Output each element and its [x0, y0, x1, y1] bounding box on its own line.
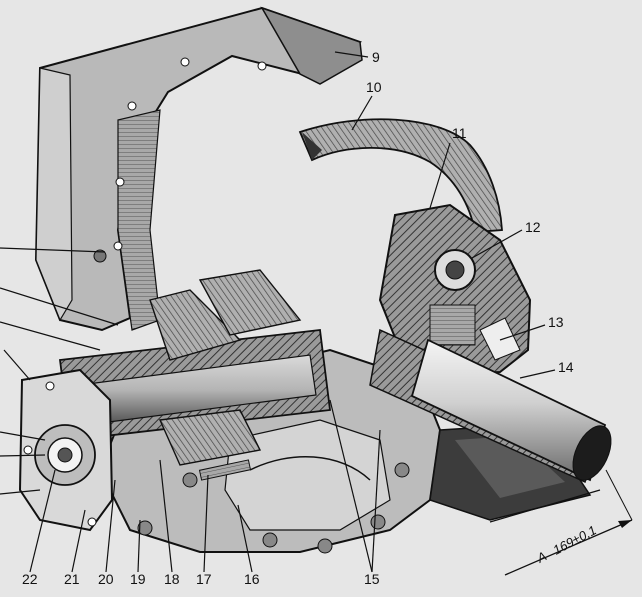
callout-labels: 9 10 11 12 13 14 15 16 17 18 19 20 21 22	[22, 49, 574, 587]
callout-leaders	[0, 51, 556, 573]
callout-19: 19	[130, 571, 146, 587]
support-bracket	[429, 424, 592, 521]
callout-18: 18	[164, 571, 180, 587]
callout-15: 15	[364, 571, 380, 587]
callout-22: 22	[22, 571, 38, 587]
callout-21: 21	[64, 571, 80, 587]
bell-housing	[34, 6, 363, 332]
callout-9: 9	[372, 49, 380, 65]
dimension-value: 169±0,1	[550, 522, 598, 557]
input-shaft-assembly	[58, 269, 332, 481]
callout-20: 20	[98, 571, 114, 587]
callout-11: 11	[452, 125, 467, 141]
callout-17: 17	[196, 571, 212, 587]
front-cover	[18, 368, 114, 532]
output-shaft	[369, 317, 612, 484]
callout-13: 13	[548, 314, 564, 330]
callout-16: 16	[244, 571, 260, 587]
dimension-letter: A	[533, 548, 549, 566]
callout-14: 14	[558, 359, 574, 375]
callout-12: 12	[525, 219, 541, 235]
callout-10: 10	[366, 79, 382, 95]
ring-gear	[298, 118, 503, 233]
